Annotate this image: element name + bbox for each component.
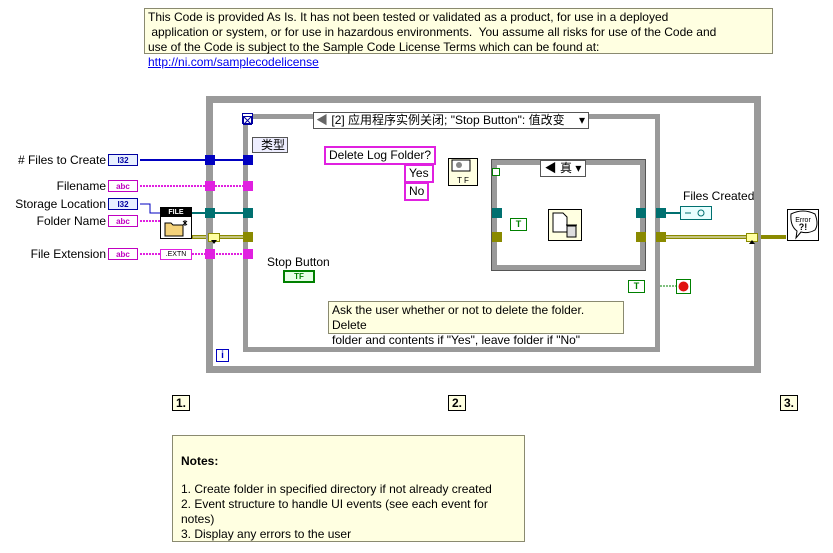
dialog-message-constant[interactable]: Delete Log Folder? — [324, 146, 437, 165]
dialog-yes-constant[interactable]: Yes — [404, 164, 434, 183]
event-selector-label: [2] 应用程序实例关闭; "Stop Button": 值改变 — [331, 113, 565, 127]
files-created-indicator — [680, 206, 712, 220]
error-tunnel-left — [243, 232, 253, 242]
notes-title: Notes: — [181, 454, 219, 468]
delete-node[interactable] — [548, 209, 582, 241]
case-selector-label: 真 — [559, 161, 572, 175]
extension-tunnel — [243, 249, 253, 259]
filename-label: Filename — [56, 179, 106, 193]
shift-register-right — [746, 233, 758, 244]
stop-button-terminal[interactable]: TF — [283, 270, 315, 283]
filename-tunnel — [243, 181, 253, 191]
dialog-tf-label: T F — [457, 176, 469, 185]
dialog-no-constant[interactable]: No — [404, 182, 430, 201]
path-tunnel-left — [243, 208, 253, 218]
case-left-arrow-icon[interactable]: ◀ — [544, 161, 557, 175]
file-extension-terminal[interactable]: abc — [108, 248, 138, 260]
disclaimer-line-1: This Code is provided As Is. It has not … — [148, 10, 669, 24]
license-link[interactable]: http://ni.com/samplecodelicense — [148, 55, 319, 69]
filename-terminal[interactable]: abc — [108, 180, 138, 192]
timeout-icon — [242, 113, 253, 125]
event-note-line-1: Ask the user whether or not to delete th… — [332, 303, 585, 332]
case-bool-constant[interactable]: T — [510, 218, 527, 231]
notes-box: Notes: 1. Create folder in specified dir… — [172, 435, 525, 542]
files-to-create-terminal[interactable]: I32 — [108, 154, 138, 166]
case-error-tunnel-right — [636, 232, 646, 242]
path-tunnel-right — [656, 208, 666, 218]
event-selector[interactable]: ◀ [2] 应用程序实例关闭; "Stop Button": 值改变 ▾ — [313, 112, 589, 129]
notes-item: 3. Display any errors to the user — [181, 527, 352, 541]
iteration-terminal: i — [216, 349, 229, 362]
event-note-line-2: folder and contents if "Yes", leave fold… — [332, 333, 581, 347]
event-note: Ask the user whether or not to delete th… — [328, 301, 624, 347]
step-tag-2: 2. — [448, 395, 467, 411]
file-node-label: FILE — [161, 208, 191, 217]
storage-location-label: Storage Location — [15, 197, 106, 211]
folder-name-label: Folder Name — [36, 214, 106, 228]
storage-location-terminal[interactable]: I32 — [108, 198, 138, 210]
notes-list: 1. Create folder in specified directory … — [181, 482, 516, 542]
filename-tunnel-loop — [205, 181, 215, 191]
notes-item: 1. Create folder in specified directory … — [181, 482, 492, 496]
files-created-label: Files Created — [683, 189, 755, 203]
stop-icon — [678, 281, 689, 292]
files-to-create-label: # Files to Create — [17, 153, 106, 167]
case-error-tunnel-left — [492, 232, 502, 242]
create-folder-node[interactable]: FILE — [160, 207, 192, 239]
event-dropdown-icon[interactable]: ▾ — [578, 113, 585, 127]
stop-button-label: Stop Button — [267, 255, 330, 269]
event-type-label: 类型 — [261, 138, 286, 152]
stop-true-constant[interactable]: T — [628, 280, 645, 293]
loop-stop-terminal[interactable] — [676, 279, 691, 294]
error-handler-node[interactable]: Error ?! — [787, 209, 819, 241]
event-selector-arrow-left[interactable]: ◀ — [316, 113, 329, 127]
path-indicator-icon — [685, 209, 705, 217]
file-extension-label: File Extension — [30, 247, 106, 261]
case-path-tunnel-right — [636, 208, 646, 218]
extension-constant[interactable]: .EXTN — [160, 249, 192, 260]
svg-text:?!: ?! — [799, 222, 808, 232]
notes-item: 2. Event structure to handle UI events (… — [181, 497, 488, 526]
event-type-node: 类型 — [252, 137, 288, 153]
folder-name-terminal[interactable]: abc — [108, 215, 138, 227]
two-button-dialog-node[interactable]: T F — [448, 158, 478, 186]
case-path-tunnel-left — [492, 208, 502, 218]
dialog-icon — [451, 159, 471, 172]
case-dropdown-icon[interactable]: ▾ — [575, 161, 582, 175]
step-tag-1: 1. — [172, 395, 191, 411]
path-tunnel-loop — [205, 208, 215, 218]
count-tunnel-loop — [205, 155, 215, 165]
shift-register-left — [208, 233, 220, 244]
disclaimer-line-2: application or system, or for use in haz… — [148, 25, 717, 39]
error-tunnel-right — [656, 232, 666, 242]
count-tunnel-left — [243, 155, 253, 165]
error-bubble-icon: Error ?! — [790, 210, 818, 240]
disclaimer-line-3-text: use of the Code is subject to the Sample… — [148, 40, 600, 54]
storage-wire — [140, 203, 160, 214]
error-text: Error — [795, 217, 811, 224]
folder-icon — [164, 220, 188, 237]
disclaimer-note: This Code is provided As Is. It has not … — [144, 8, 773, 69]
case-selector-terminal — [492, 168, 500, 176]
step-tag-3: 3. — [780, 395, 799, 411]
case-selector[interactable]: ◀ 真 ▾ — [540, 160, 586, 177]
disclaimer-line-3: use of the Code is subject to the Sample… — [148, 40, 769, 70]
delete-folder-icon — [552, 212, 577, 238]
extension-tunnel-loop — [205, 249, 215, 259]
